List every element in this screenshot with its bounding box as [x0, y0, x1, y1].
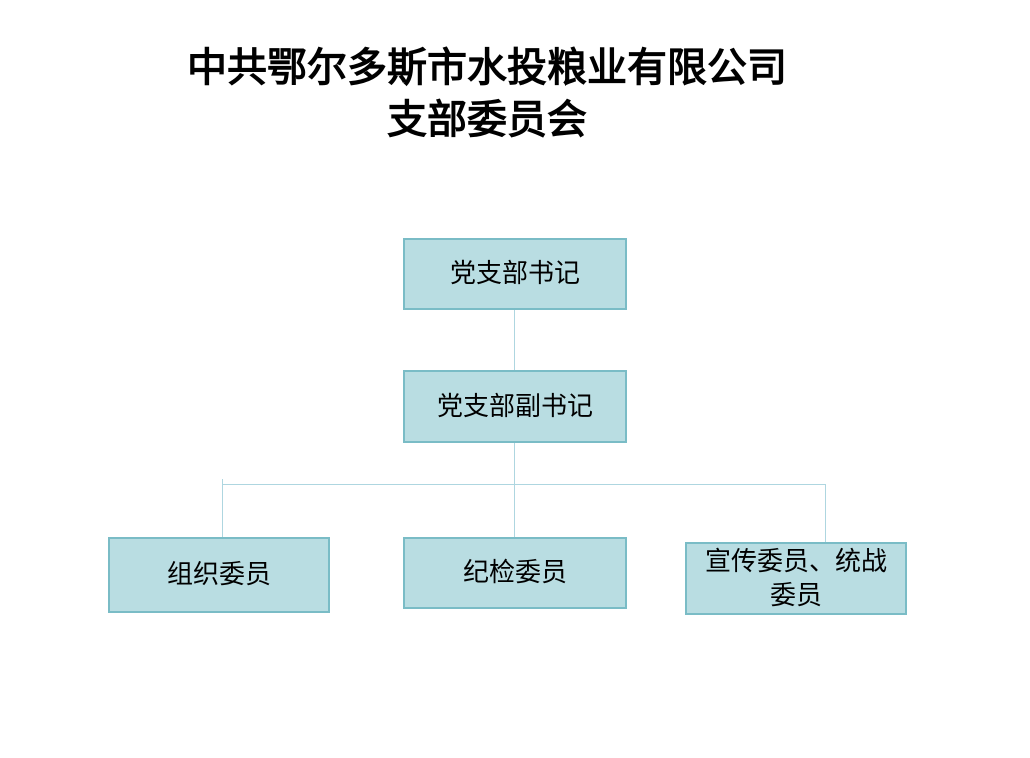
slide-title: 中共鄂尔多斯市水投粮业有限公司 支部委员会 [0, 42, 974, 146]
org-node-party-branch-deputy-secretary: 党支部副书记 [403, 370, 627, 443]
org-node-party-branch-secretary: 党支部书记 [403, 238, 627, 310]
connector-drop-to-publicity [825, 484, 826, 542]
org-node-label: 组织委员 [166, 560, 271, 590]
connector-secretary-to-deputy [514, 310, 515, 370]
org-node-label: 党支部副书记 [436, 391, 593, 422]
org-node-publicity-united-front-committee-member: 宣传委员、统战委员 [685, 542, 907, 615]
connector-deputy-to-discipline [514, 443, 515, 537]
connector-drop-to-organization [222, 479, 223, 537]
org-node-label: 宣传委员、统战委员 [704, 546, 887, 611]
slide-title-line2: 支部委员会 [387, 96, 587, 143]
connector-horizontal-bus [222, 484, 825, 485]
slide-title-line1: 中共鄂尔多斯市水投粮业有限公司 [187, 44, 787, 91]
org-node-discipline-inspection-committee-member: 纪检委员 [403, 537, 627, 609]
org-node-organization-committee-member: 组织委员 [108, 537, 330, 613]
org-node-label: 党支部书记 [449, 259, 580, 289]
org-node-label: 纪检委员 [462, 558, 567, 588]
